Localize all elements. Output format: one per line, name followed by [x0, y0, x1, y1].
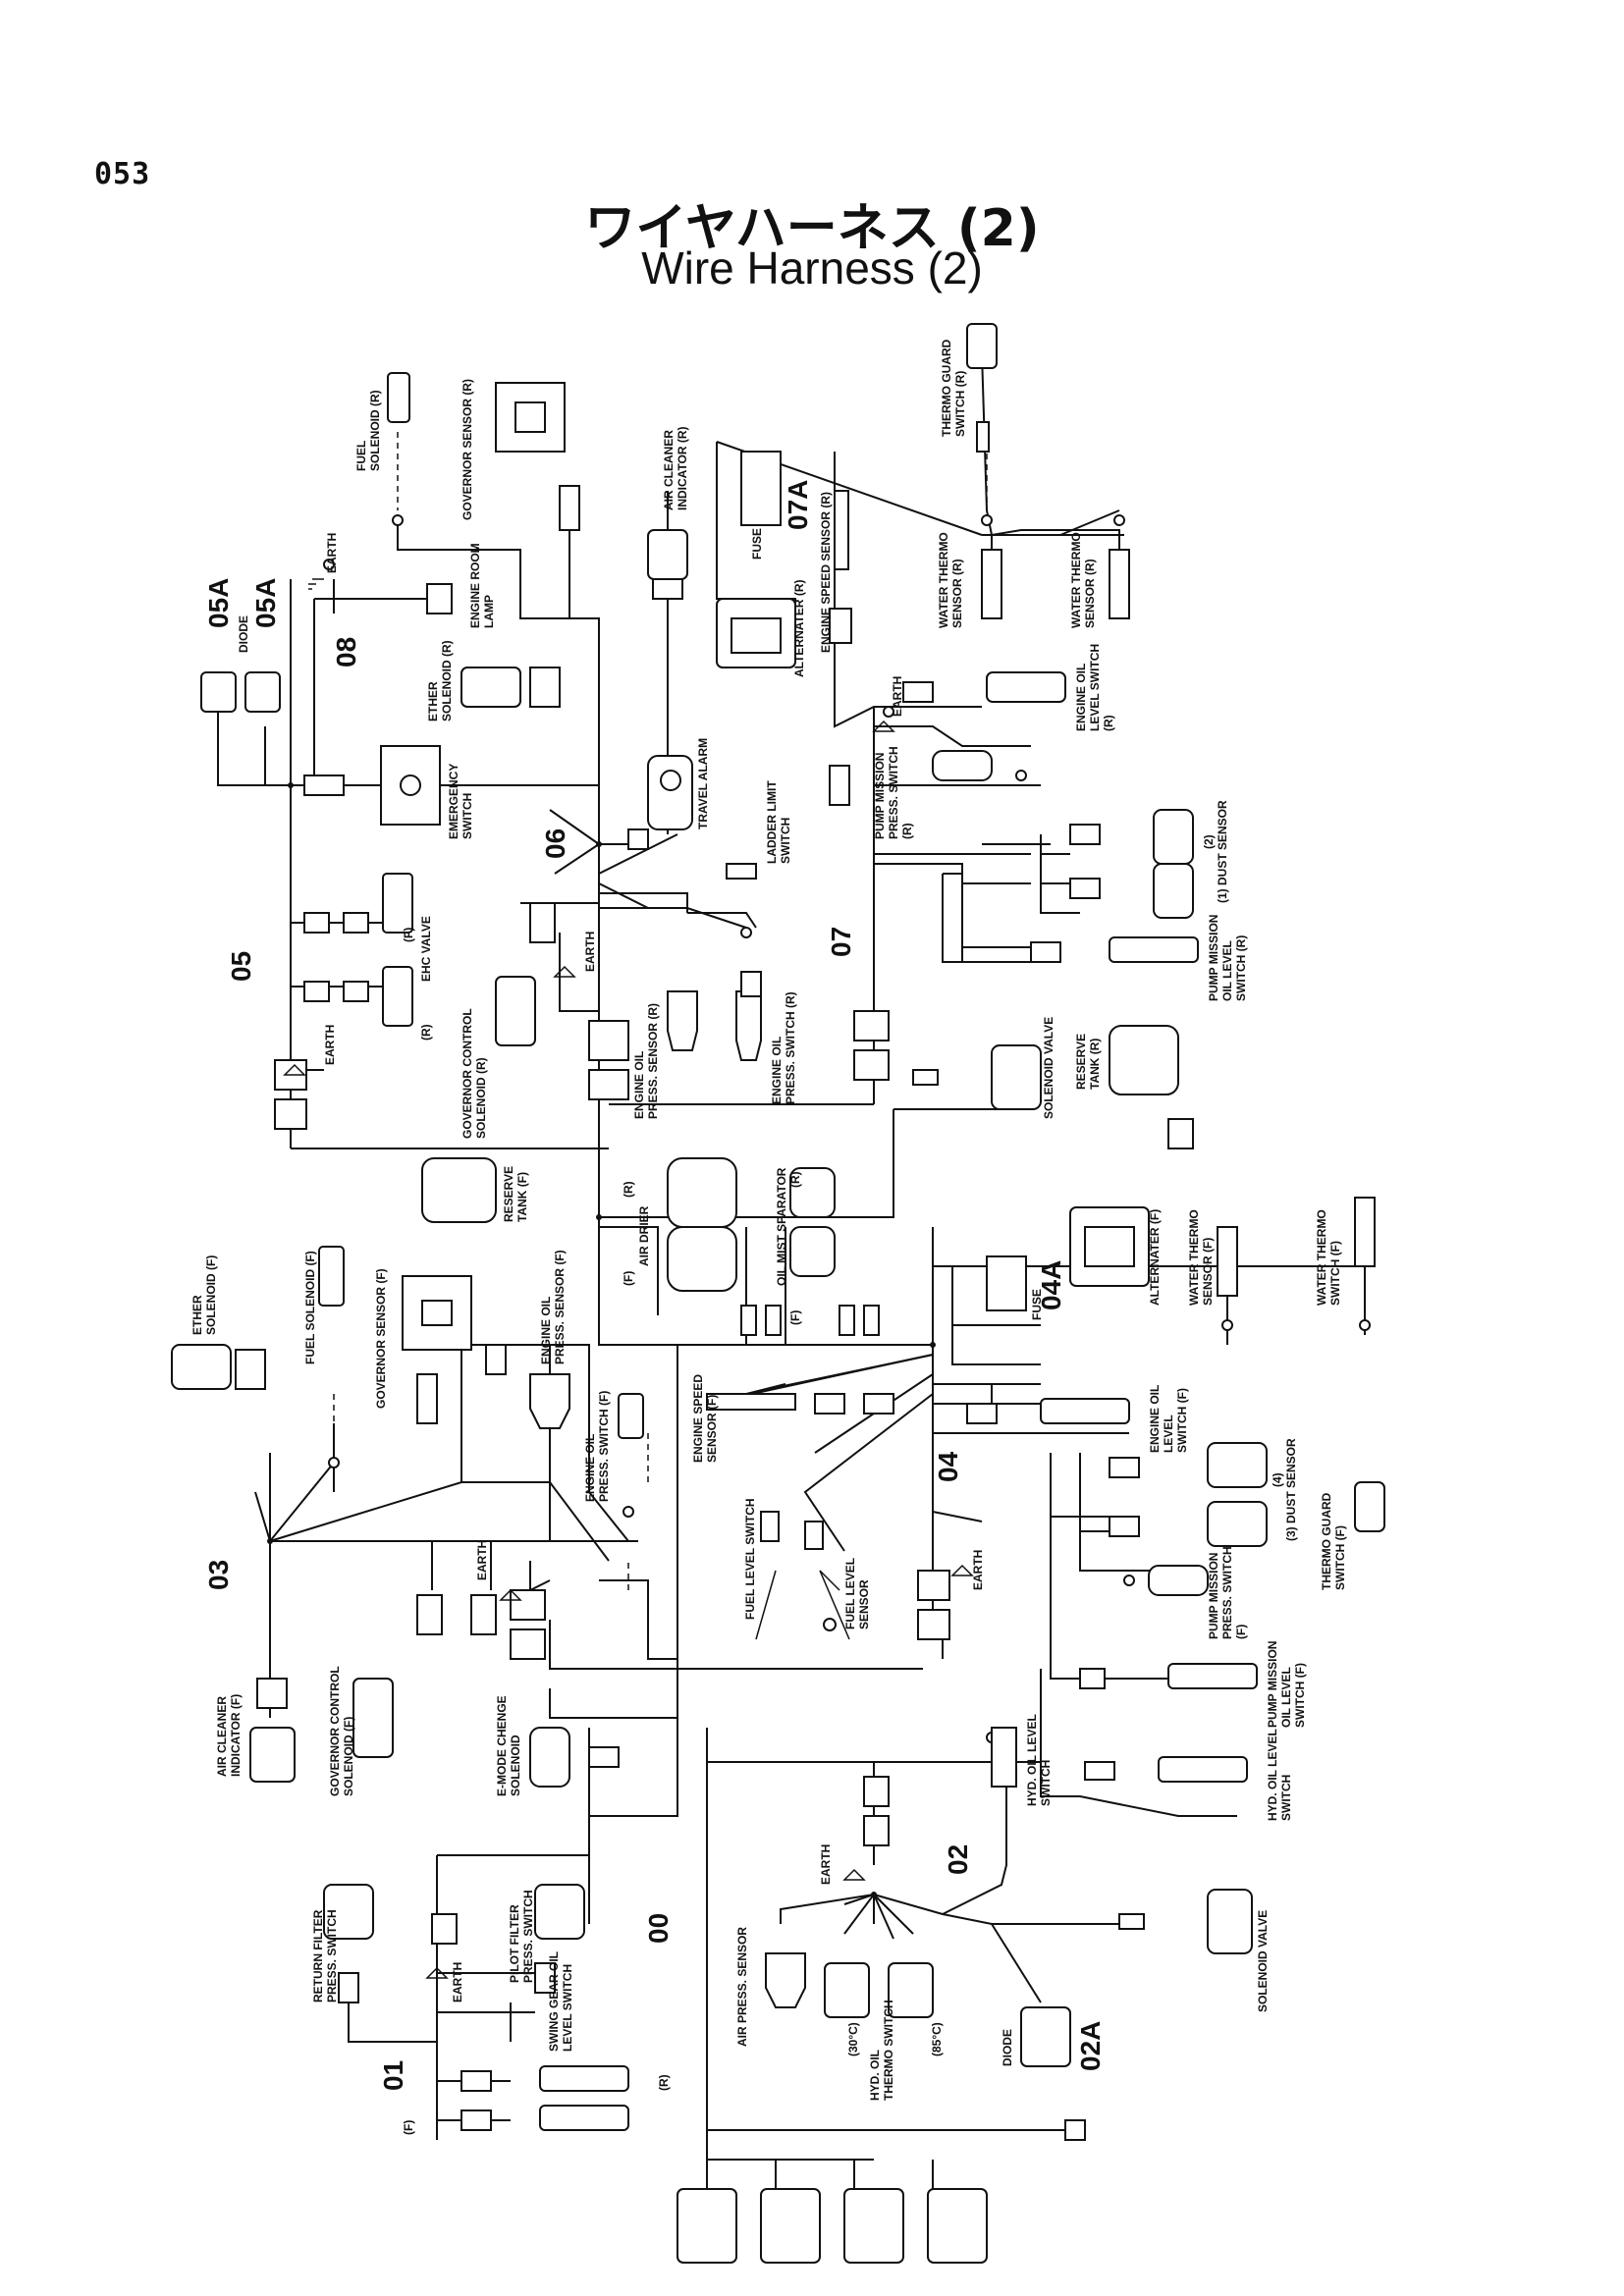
harness-03: 03 [203, 1560, 234, 1590]
svg-text:ENGINE OIL LEVEL SWITCH: ENGINE OIL LEVEL SWITCH (R) [1074, 641, 1115, 731]
svg-text:WATER THERMO SWITCH (F): WATER THERMO SWITCH (F) [1315, 1206, 1342, 1306]
svg-text:PILOT FILTER PRESS. SWIT: PILOT FILTER PRESS. SWITCH [508, 1890, 535, 1983]
component-labels: FUEL SOLENOID (R) GOVERNOR SENSOR (R) EA… [190, 336, 1347, 2135]
harness-05: 05 [226, 951, 256, 982]
harness-04: 04 [933, 1451, 963, 1482]
svg-text:HYD. OIL LEVEL SWITCH: HYD. OIL LEVEL SWITCH [1025, 1711, 1053, 1806]
harness-number-labels: 05A 05A 08 06 05 07A 07 04A 04 03 00 02 … [203, 480, 1106, 2091]
svg-text:RETURN FILTER PRESS. SWI: RETURN FILTER PRESS. SWITCH [311, 1906, 339, 2002]
svg-text:FUEL LEVEL SENSOR: FUEL LEVEL SENSOR [843, 1555, 871, 1629]
svg-text:SOLENOID VALVE: SOLENOID VALVE [1256, 1910, 1270, 2012]
page-number: 053 [94, 157, 151, 191]
harness-02a: 02A [1075, 2021, 1106, 2071]
svg-text:EARTH: EARTH [583, 932, 597, 972]
svg-text:WATER THERMO SENSOR (R): WATER THERMO SENSOR (R) [937, 529, 964, 628]
svg-text:(85°C): (85°C) [930, 2022, 944, 2056]
svg-text:RESERVE TANK (F): RESERVE TANK (F) [502, 1163, 529, 1222]
svg-text:PUMP MISSION PRESS. SWIT: PUMP MISSION PRESS. SWITCH (F) [1207, 1543, 1248, 1639]
svg-text:FUSE: FUSE [750, 528, 764, 560]
svg-text:GOVERNOR CONTROL SOLENOI: GOVERNOR CONTROL SOLENOID (F) [328, 1663, 355, 1796]
svg-text:ETHER SOLENOID (F): ETHER SOLENOID (F) [190, 1255, 218, 1335]
svg-text:EHC VALVE (F): EHC VALVE (F) [402, 913, 433, 982]
harness-01: 01 [378, 2060, 408, 2091]
svg-text:(2) (1) DUST SENSOR: (2) (1) DUST SENSOR [1202, 800, 1229, 903]
svg-text:HYD. OIL THERMO SWITCH: HYD. OIL THERMO SWITCH [868, 2000, 895, 2101]
harness-05a-2: 05A [250, 578, 281, 628]
svg-text:AIR CLEANER INDICATOR (F: AIR CLEANER INDICATOR (F) [215, 1693, 243, 1777]
svg-text:DIODE: DIODE [237, 615, 250, 653]
harness-06: 06 [540, 828, 570, 859]
svg-text:AIR CLEANER INDICATOR (R: AIR CLEANER INDICATOR (R) [662, 426, 689, 510]
title-english: Wire Harness (2) [641, 242, 983, 294]
harness-08: 08 [331, 637, 361, 667]
harness-07a: 07A [783, 480, 813, 530]
svg-text:ENGINE SPEED SENSOR (R): ENGINE SPEED SENSOR (R) [819, 492, 833, 653]
svg-text:EARTH: EARTH [323, 1025, 337, 1065]
svg-text:AIR DRIER (R) (F): AIR DRIER (R) (F) [622, 1178, 651, 1286]
svg-text:OIL MIST SPARATOR (R): OIL MIST SPARATOR (R) (F) [775, 1164, 802, 1325]
svg-text:GOVERNOR SENSOR (R): GOVERNOR SENSOR (R) [460, 379, 474, 520]
svg-text:PUMP MISSION OIL LEVEL: PUMP MISSION OIL LEVEL SWITCH (F) [1266, 1637, 1307, 1728]
svg-text:ALTERNATER (R): ALTERNATER (R) [792, 579, 806, 677]
svg-text:SOLENOID VALVE: SOLENOID VALVE [1042, 1017, 1056, 1119]
components [171, 323, 1385, 2264]
svg-text:SWING GEAR OIL LEVEL SWI: SWING GEAR OIL LEVEL SWITCH [547, 1949, 574, 2052]
svg-text:THERMO GUARD SWITCH (F): THERMO GUARD SWITCH (F) [1320, 1489, 1347, 1590]
svg-text:GOVERNOR CONTROL SOLENOI: GOVERNOR CONTROL SOLENOID (R) [460, 1005, 488, 1139]
svg-text:EARTH: EARTH [971, 1550, 985, 1590]
svg-text:HYD. OIL LEVEL SWITCH: HYD. OIL LEVEL SWITCH [1266, 1726, 1293, 1821]
svg-text:EARTH: EARTH [451, 1962, 464, 2002]
harness-02: 02 [943, 1844, 973, 1875]
svg-text:E-MODE CHENGE SOLENOID: E-MODE CHENGE SOLENOID [495, 1692, 522, 1796]
svg-text:AIR PRESS. SENSOR: AIR PRESS. SENSOR [735, 1927, 749, 2047]
title-japanese: ワイヤハーネス (2) [584, 199, 1040, 258]
svg-text:GOVERNOR SENSOR (F): GOVERNOR SENSOR (F) [374, 1268, 388, 1409]
svg-text:FUSE: FUSE [1030, 1289, 1044, 1320]
harness-05a-1: 05A [203, 578, 234, 628]
svg-text:WATER THERMO SENSOR (F): WATER THERMO SENSOR (F) [1187, 1206, 1215, 1306]
svg-text:ENGINE OIL PRESS. SWITCH: ENGINE OIL PRESS. SWITCH (R) [770, 991, 797, 1104]
harness-04a: 04A [1036, 1260, 1066, 1310]
svg-text:EARTH: EARTH [325, 533, 339, 573]
svg-text:ALTERNATER (F): ALTERNATER (F) [1148, 1209, 1162, 1306]
svg-text:WATER THERMO SENSOR (R): WATER THERMO SENSOR (R) [1069, 529, 1097, 628]
svg-text:EARTH: EARTH [819, 1844, 833, 1885]
svg-text:ENGINE OIL LEVEL S: ENGINE OIL LEVEL SWITCH (F) [1148, 1382, 1189, 1453]
svg-text:(R): (R) [419, 1024, 433, 1041]
svg-text:PUMP MISSION PRESS. SWIT: PUMP MISSION PRESS. SWITCH (R) [873, 743, 914, 839]
junction-points [267, 514, 1371, 1897]
svg-text:EMERGENCY SWITCH: EMERGENCY SWITCH [447, 761, 474, 839]
svg-text:EARTH: EARTH [891, 676, 904, 717]
svg-text:ENGINE SPEED SENSOR (F): ENGINE SPEED SENSOR (F) [691, 1371, 719, 1463]
svg-text:(4) (3) DUST SENSOR: (4) (3) DUST SENSOR [1271, 1438, 1298, 1541]
svg-text:DIODE: DIODE [1001, 2029, 1014, 2066]
svg-text:EARTH: EARTH [475, 1540, 489, 1580]
svg-text:PUMP MISSION OIL LEVEL: PUMP MISSION OIL LEVEL SWITCH (R) [1207, 911, 1248, 1001]
svg-text:FUEL SOLENOID (R): FUEL SOLENOID (R) [354, 390, 382, 471]
svg-text:THERMO GUARD SWITCH (R): THERMO GUARD SWITCH (R) [940, 336, 967, 437]
svg-text:FUEL LEVEL SWITCH: FUEL LEVEL SWITCH [743, 1498, 757, 1620]
svg-text:ENGINE OIL PRESS. SENSOR: ENGINE OIL PRESS. SENSOR (F) [539, 1250, 567, 1364]
svg-text:ENGINE OIL PRESS. SENSOR: ENGINE OIL PRESS. SENSOR (R) [632, 1003, 660, 1119]
svg-text:ENGINE OIL PRESS. SWITCH: ENGINE OIL PRESS. SWITCH (F) [583, 1391, 611, 1502]
svg-text:ETHER SOLENOID (R): ETHER SOLENOID (R) [426, 640, 454, 721]
svg-text:RESERVE TANK (R): RESERVE TANK (R) [1074, 1031, 1102, 1090]
svg-text:(30°C): (30°C) [846, 2022, 860, 2056]
svg-text:TRAVEL ALARM: TRAVEL ALARM [696, 738, 710, 829]
svg-text:ENGINE ROOM LAMP: ENGINE ROOM LAMP [468, 540, 496, 628]
earth-symbols [283, 578, 974, 1979]
svg-text:(R): (R) [657, 2074, 671, 2091]
svg-text:LADDER LIMIT SWITCH: LADDER LIMIT SWITCH [765, 777, 792, 864]
harness-07: 07 [826, 927, 856, 957]
harness-00: 00 [643, 1913, 674, 1944]
svg-text:(F): (F) [402, 2120, 415, 2135]
svg-text:FUEL SOLENOID (F): FUEL SOLENOID (F) [303, 1251, 317, 1364]
